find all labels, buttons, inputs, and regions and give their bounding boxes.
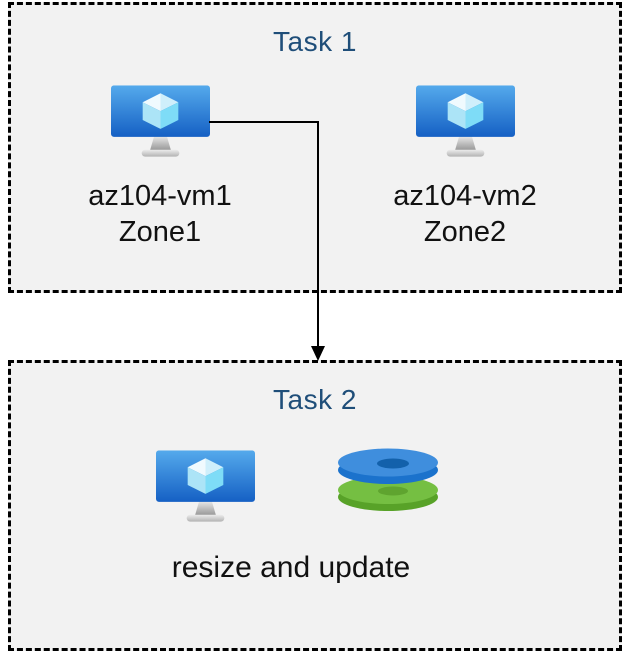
virtual-machine-icon: [416, 85, 515, 159]
virtual-machine-icon: [111, 85, 210, 159]
vm1-name: az104-vm1: [88, 180, 232, 212]
task2-caption: resize and update: [171, 551, 411, 584]
vm1-group: az104-vm1 Zone1: [65, 85, 255, 250]
task1-title: Task 1: [273, 26, 357, 57]
task2-box: Task 2 resize and update: [8, 360, 622, 651]
vm1-zone: Zone1: [118, 216, 202, 248]
task2-title: Task 2: [273, 384, 357, 415]
disks-icon: [336, 447, 440, 513]
vm2-group: az104-vm2 Zone2: [370, 85, 560, 250]
vm1-label: az104-vm1 Zone1: [65, 178, 255, 250]
vm2-label: az104-vm2 Zone2: [370, 178, 560, 250]
vm2-zone: Zone2: [423, 216, 507, 248]
virtual-machine-icon: [156, 450, 255, 524]
task1-box: Task 1 az104-vm1 Zone1 az104-vm2 Zone2: [8, 2, 622, 293]
vm2-name: az104-vm2: [393, 180, 537, 212]
